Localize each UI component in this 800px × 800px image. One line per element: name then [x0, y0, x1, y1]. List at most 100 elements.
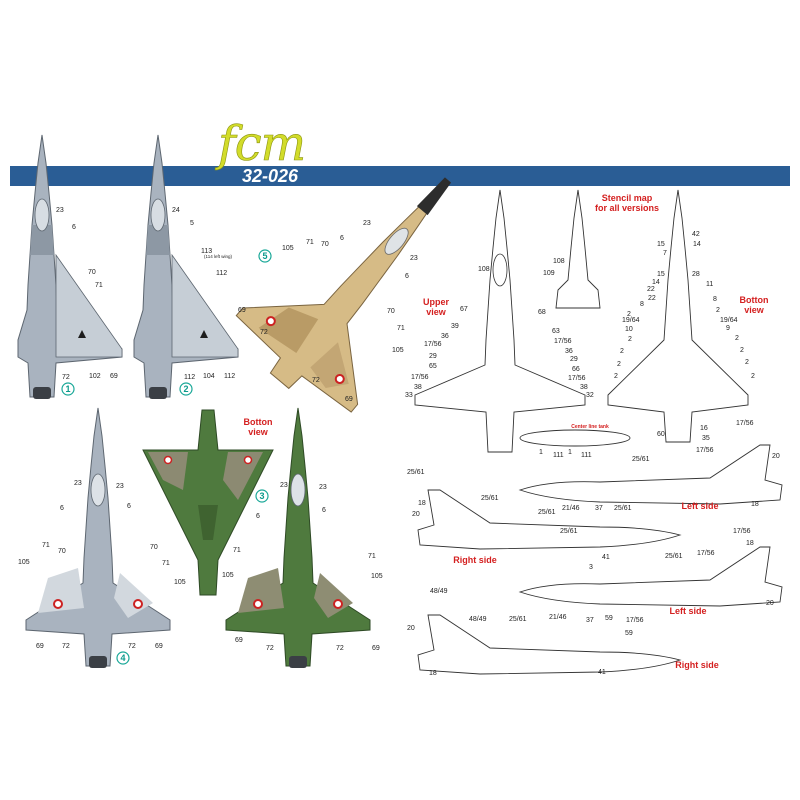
- callout: 25/61: [407, 469, 425, 476]
- callout: 1: [539, 449, 543, 456]
- callout: 21/46: [549, 614, 567, 621]
- callout: 105: [371, 573, 383, 580]
- profile-badge-3: 3: [255, 489, 269, 503]
- callout: 69: [345, 396, 353, 403]
- stencil-small-view: [555, 189, 601, 309]
- callout: 105: [392, 347, 404, 354]
- callout: 6: [405, 273, 409, 280]
- side-view-right-1: [417, 489, 682, 550]
- aircraft-bottom-view: [142, 409, 274, 596]
- callout: 102: [89, 373, 101, 380]
- callout: 69: [155, 643, 163, 650]
- callout: 112: [184, 374, 195, 381]
- callout: 29: [429, 353, 437, 360]
- svg-text:5: 5: [262, 251, 267, 261]
- callout: 6: [127, 503, 131, 510]
- profile-badge-4: 4: [116, 651, 130, 665]
- callout: 41: [602, 554, 610, 561]
- profile-badge-5: 5: [258, 249, 272, 263]
- callout: 48/49: [430, 588, 448, 595]
- callout: 105: [222, 572, 234, 579]
- callout: 25/61: [481, 495, 499, 502]
- callout: 23: [363, 220, 371, 227]
- callout: 105: [282, 245, 294, 252]
- center-line-tank: [519, 429, 631, 447]
- callout: 6: [340, 235, 344, 242]
- mid-bottom-view-label: Botton: [244, 417, 273, 427]
- callout: 71: [162, 560, 170, 567]
- callout: 2: [745, 359, 749, 366]
- callout: 72: [260, 329, 268, 336]
- callouts-profile-5: 23 6 71 70 105 23 6 69 72 70 71 105 72 6…: [238, 220, 418, 403]
- callout: 25/61: [560, 528, 578, 535]
- callout: 20: [407, 625, 415, 632]
- brand-name: fcm: [218, 116, 307, 172]
- callout: 2: [751, 373, 755, 380]
- callout: 112: [216, 270, 227, 277]
- upper-view-label-2: view: [426, 307, 447, 317]
- callout: 71: [42, 542, 50, 549]
- callout: 59: [605, 615, 613, 622]
- callouts-small-stencil: 108 109 1 111 1 111: [539, 258, 592, 459]
- profile-badge-1: 1: [61, 382, 75, 396]
- callout: 70: [321, 241, 329, 248]
- callout: 105: [174, 579, 186, 586]
- callout: 24: [172, 207, 180, 214]
- callout: 14: [693, 241, 701, 248]
- bottom-view-label-2: view: [744, 305, 765, 315]
- callout: 68: [538, 309, 546, 316]
- callout: 69: [372, 645, 380, 652]
- aircraft-profile-1: [17, 134, 123, 399]
- callout: 23: [319, 484, 327, 491]
- callouts-left-side-2: 17/56 18 3 25/61 17/56 21/46 37 59 17/56…: [549, 528, 774, 624]
- callouts-upper-view: 108 67 68 39 17/56 36 29 65 17/56 38 33 …: [405, 266, 594, 399]
- side-view-left-1: [518, 444, 783, 505]
- callout: 7: [663, 250, 667, 257]
- callouts-profile-4: 23 23 6 6 71 70 70 71 105 105 69 72 72 6…: [18, 480, 186, 650]
- callout: 33: [405, 392, 413, 399]
- callout: 17/56: [733, 528, 751, 535]
- aircraft-profile-5: [235, 177, 452, 413]
- callout: 72: [128, 643, 136, 650]
- profile-badge-2: 2: [179, 382, 193, 396]
- callout: 6: [256, 513, 260, 520]
- left-side-label-2: Left side: [669, 606, 706, 616]
- callout: 59: [625, 630, 633, 637]
- callouts-profile-3: 23 23 6 6 71 71 105 105 69 72 72 69: [222, 482, 383, 652]
- callout: 25/61: [632, 456, 650, 463]
- callout: 21/46: [562, 505, 580, 512]
- callout: 2: [620, 348, 624, 355]
- callout: 71: [95, 282, 103, 289]
- callout: 69: [110, 373, 118, 380]
- right-side-label-2: Right side: [675, 660, 719, 670]
- callout: 11: [706, 281, 713, 288]
- callout: 17/56: [424, 341, 442, 348]
- callout: 18: [746, 540, 754, 547]
- callout: 9: [726, 325, 730, 332]
- callout: 72: [312, 377, 320, 384]
- title-banner: [10, 166, 790, 186]
- stencil-bottom-view: [607, 189, 749, 443]
- upper-view-label: Upper: [423, 297, 450, 307]
- callout: 20: [412, 511, 420, 518]
- svg-text:3: 3: [259, 491, 264, 501]
- callout: 17/56: [697, 550, 715, 557]
- svg-text:4: 4: [120, 653, 125, 663]
- callout: 69: [235, 637, 243, 644]
- callout: 35: [702, 435, 710, 442]
- right-side-label-1: Right side: [453, 555, 497, 565]
- callout: 18: [418, 500, 426, 507]
- callout: 37: [586, 617, 594, 624]
- sheet-code: 32-026: [242, 166, 299, 186]
- callout: 2: [716, 307, 720, 314]
- callout: 2: [628, 336, 632, 343]
- callout: 67: [460, 306, 468, 313]
- callout: 42: [692, 231, 700, 238]
- callout: 23: [410, 255, 418, 262]
- mid-bottom-view-label-2: view: [248, 427, 269, 437]
- callout: 17/56: [626, 617, 644, 624]
- callout: 22: [648, 295, 656, 302]
- left-wing-note: (114 left wing): [204, 254, 232, 259]
- callout: 111: [553, 452, 564, 459]
- callout: 38: [580, 384, 588, 391]
